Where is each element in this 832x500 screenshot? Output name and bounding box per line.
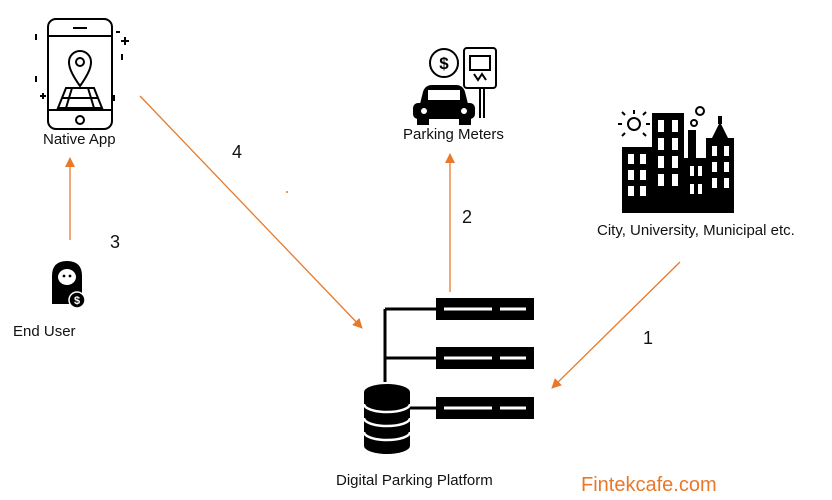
svg-text:$: $	[439, 54, 449, 73]
platform-label: Digital Parking Platform	[336, 472, 493, 489]
stray-dot	[286, 191, 288, 193]
step-number-3: 3	[110, 232, 121, 252]
step-number-2: 2	[462, 207, 473, 227]
step-number-1: 1	[643, 328, 654, 348]
end-user-label: End User	[13, 323, 76, 340]
city-buildings-icon	[618, 106, 734, 213]
user-dollar-icon: $	[52, 261, 86, 309]
city-label: City, University, Municipal etc.	[597, 222, 795, 239]
smartphone-map-pin-icon	[35, 18, 129, 130]
parking-meter-car-icon: $	[413, 47, 497, 125]
parking-meters-label: Parking Meters	[403, 126, 504, 143]
brand-watermark: Fintekcafe.com	[581, 474, 717, 496]
step-number-4: 4	[232, 142, 243, 162]
database-server-icon	[362, 298, 534, 454]
arrow-step-1	[551, 261, 681, 389]
arrow-step-4	[139, 95, 363, 329]
native-app-label: Native App	[43, 131, 116, 148]
svg-text:$: $	[74, 295, 80, 307]
